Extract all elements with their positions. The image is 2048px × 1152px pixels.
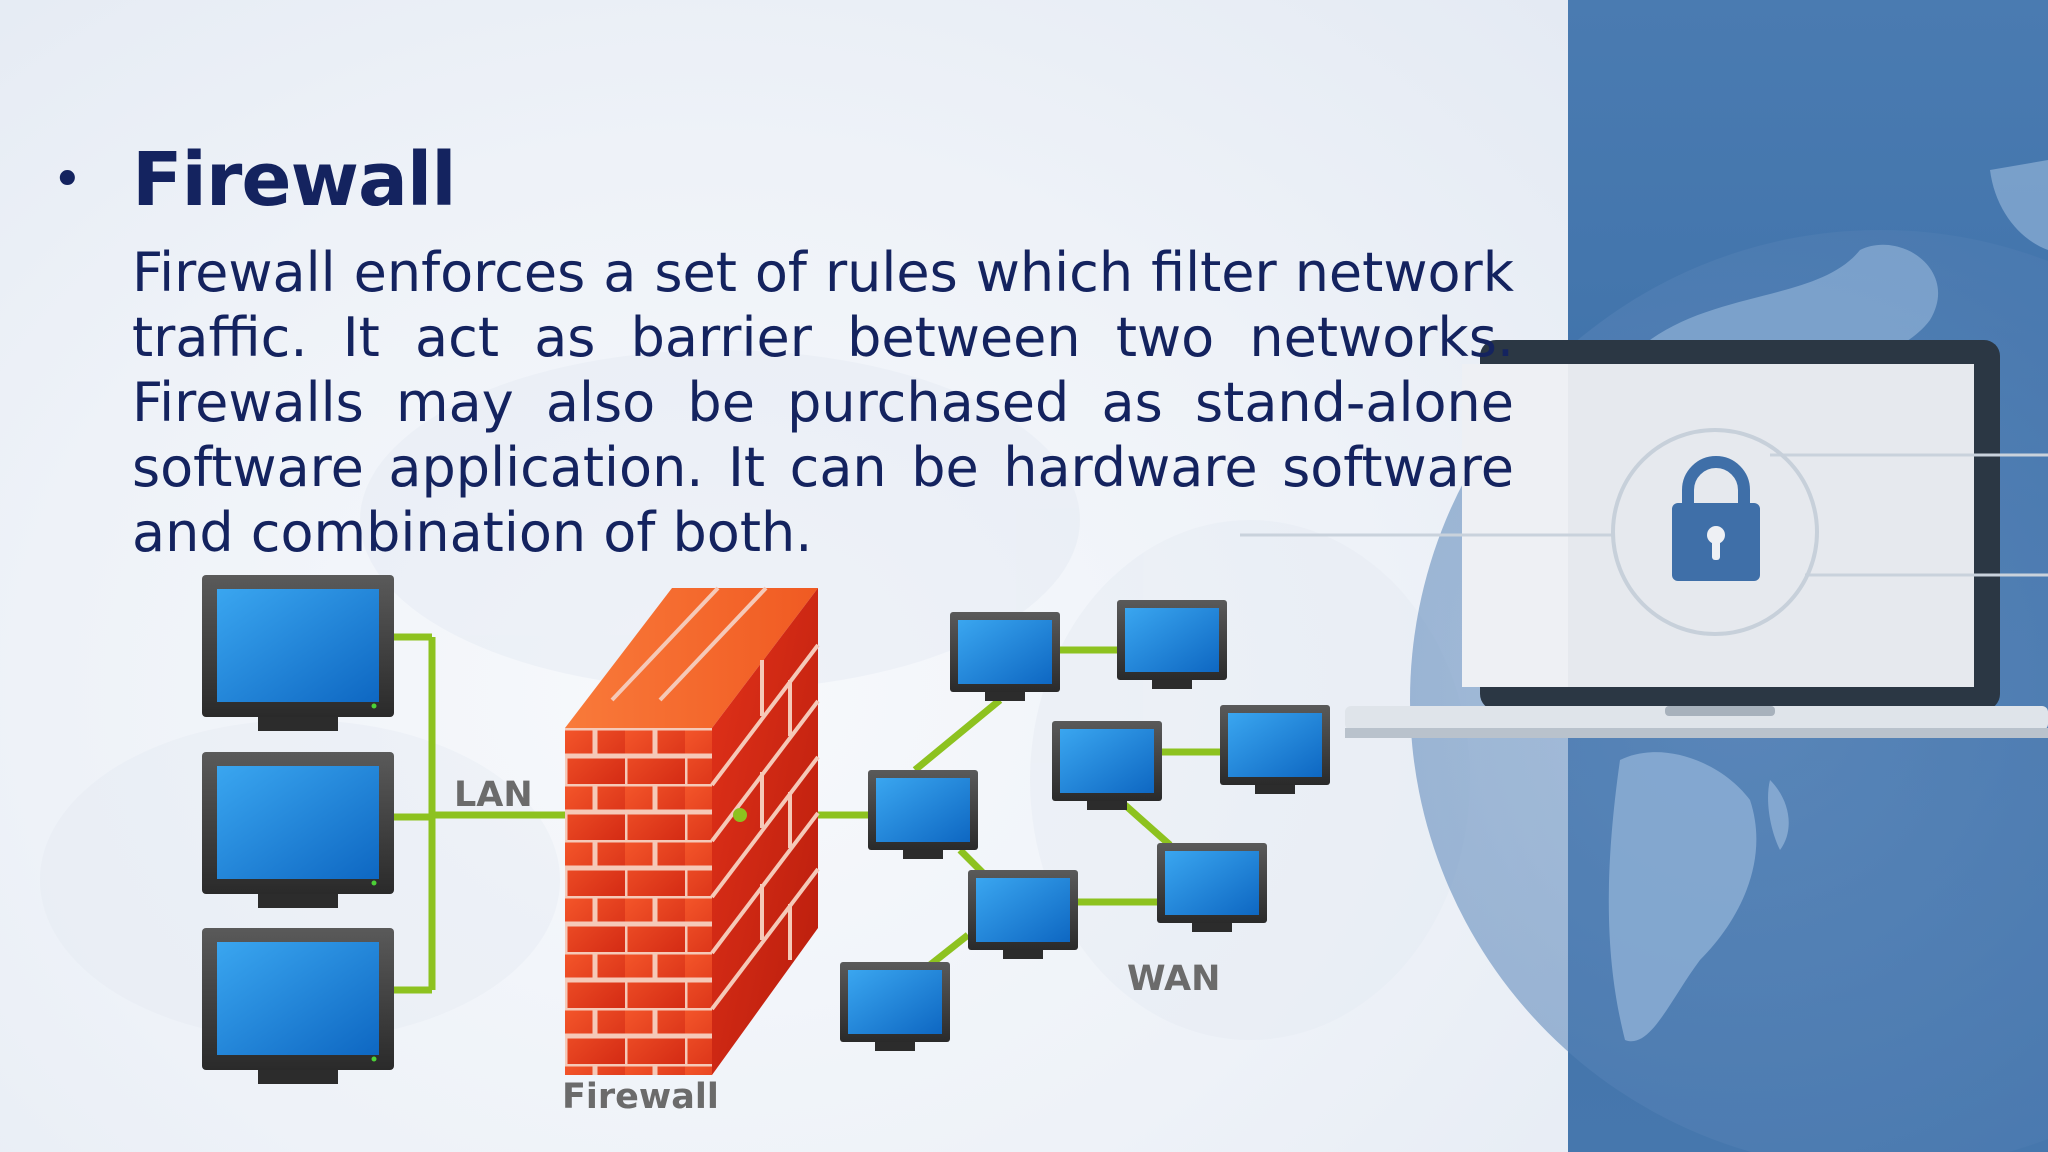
lan-computer bbox=[202, 575, 394, 731]
bullet-point: • bbox=[52, 150, 83, 210]
wan-computer bbox=[868, 770, 978, 859]
wan-computer bbox=[1052, 721, 1162, 810]
wan-computer bbox=[1117, 600, 1227, 689]
wan-computer bbox=[968, 870, 1078, 959]
firewall-label: Firewall bbox=[562, 1077, 719, 1117]
lan-label: LAN bbox=[454, 775, 533, 815]
lan-computer bbox=[202, 752, 394, 908]
wan-computer bbox=[840, 962, 950, 1051]
wan-label: WAN bbox=[1127, 959, 1220, 999]
wan-computer bbox=[1220, 705, 1330, 794]
laptop-icon bbox=[1240, 340, 2048, 738]
wan-computer bbox=[950, 612, 1060, 701]
lock-icon bbox=[1672, 456, 1760, 581]
body-paragraph: Firewall enforces a set of rules which f… bbox=[132, 241, 1514, 564]
bullet-title-row: • Firewall bbox=[52, 130, 457, 230]
brick-wall-icon bbox=[565, 586, 820, 1075]
wan-computer bbox=[1157, 843, 1267, 932]
slide-title: Firewall bbox=[132, 137, 457, 223]
lan-computer bbox=[202, 928, 394, 1084]
